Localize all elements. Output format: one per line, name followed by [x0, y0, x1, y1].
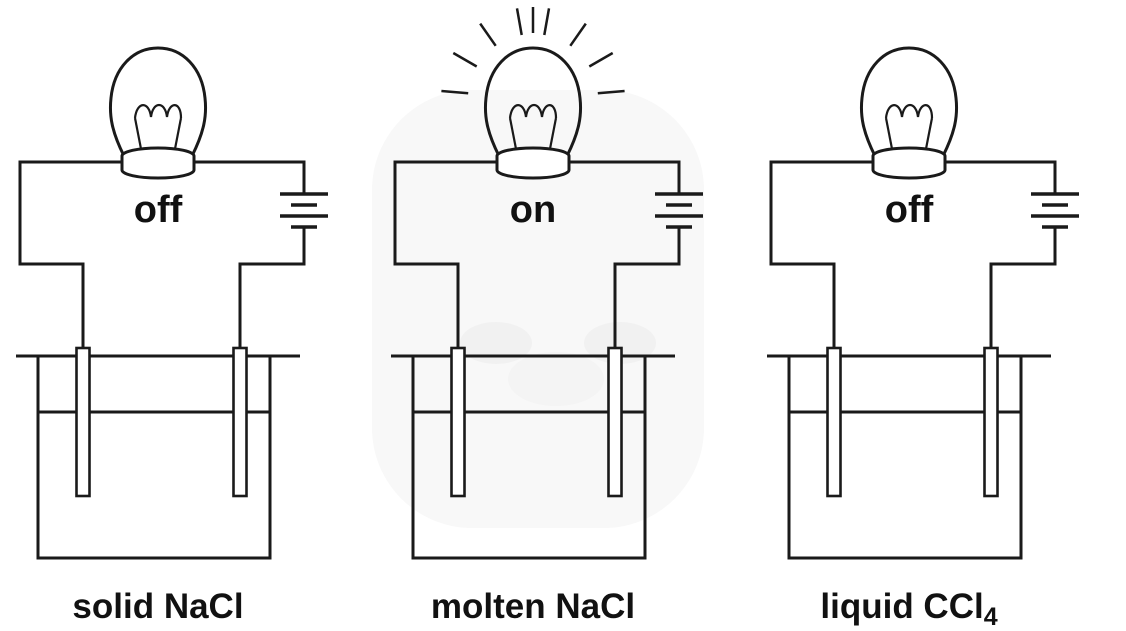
circuit-drawing: [16, 48, 328, 558]
circuit-drawing: [391, 48, 703, 558]
circuit-diagram-molten-nacl: on molten NaCl: [383, 4, 743, 626]
circuit-panel-molten-nacl: on molten NaCl: [376, 0, 751, 631]
circuit-drawing: [767, 48, 1079, 558]
bulb-state-label: on: [510, 189, 556, 231]
bulb-state-label: off: [884, 189, 933, 231]
bulb-state-label: off: [133, 189, 182, 231]
panel-caption: liquid CCl4: [820, 587, 997, 630]
circuit-diagram-liquid-ccl4: off liquid CCl4: [759, 4, 1119, 630]
watermark-nose: [508, 352, 604, 406]
light-rays: [441, 7, 624, 93]
circuit-diagram-solid-nacl: off solid NaCl: [8, 4, 368, 626]
panel-caption: molten NaCl: [431, 587, 635, 626]
circuit-panel-liquid-ccl4: off liquid CCl4: [751, 0, 1126, 631]
panel-caption: solid NaCl: [72, 587, 243, 626]
circuit-panel-solid-nacl: off solid NaCl: [0, 0, 375, 631]
